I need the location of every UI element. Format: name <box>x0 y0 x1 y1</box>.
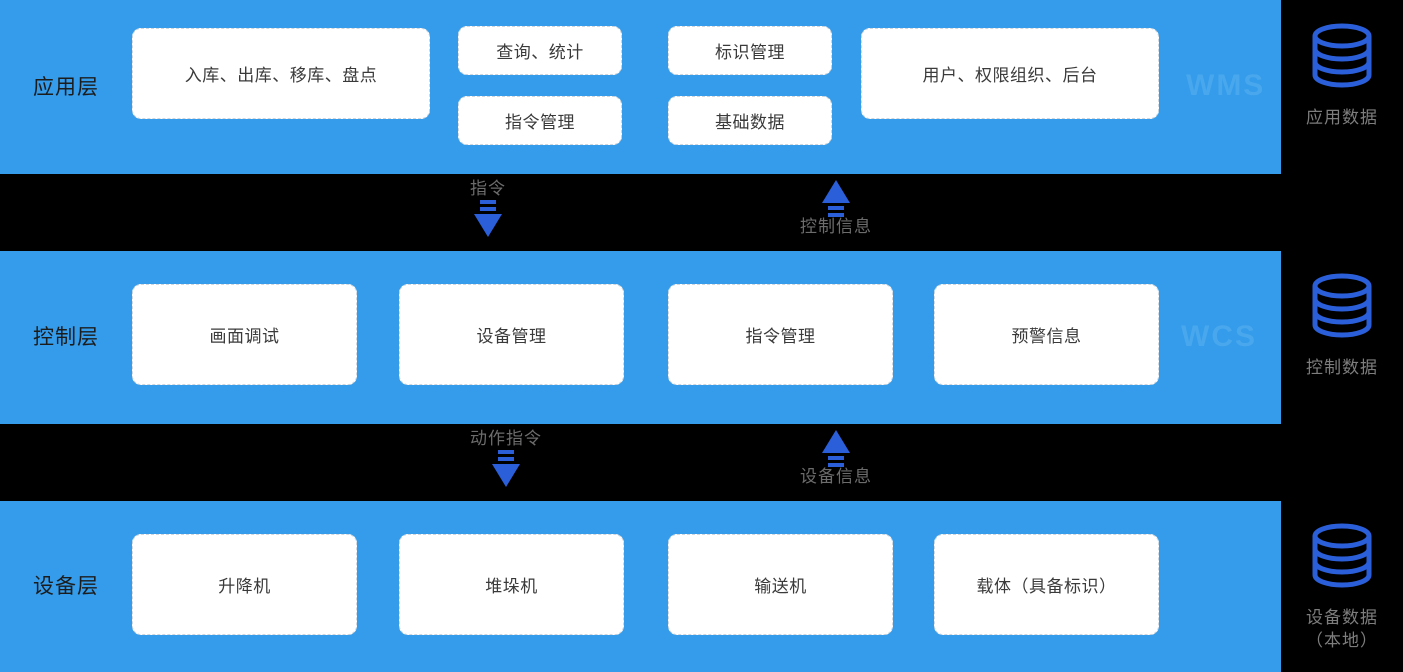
database-icon <box>1302 268 1382 348</box>
module-card[interactable]: 指令管理 <box>668 284 893 385</box>
flow-label: 控制信息 <box>800 217 872 236</box>
module-card[interactable]: 堆垛机 <box>399 534 624 635</box>
flow-down-command: 指令 <box>470 179 506 239</box>
layer-body-control: 画面调试 设备管理 指令管理 预警信息 <box>132 251 1281 424</box>
module-card[interactable]: 设备管理 <box>399 284 624 385</box>
arrow-down-icon <box>471 199 505 239</box>
database-label: 应用数据 <box>1306 108 1378 127</box>
layer-title-control: 控制层 <box>33 326 99 349</box>
arrow-up-icon <box>819 178 853 218</box>
arrow-down-icon <box>489 449 523 489</box>
database-column: 应用数据 控制数据 设备数据 <box>1281 0 1403 672</box>
database-item-application: 应用数据 <box>1281 18 1403 130</box>
module-card[interactable]: 标识管理 <box>668 26 832 75</box>
connector-control-to-device: 动作指令 设备信息 <box>0 424 1281 501</box>
module-card[interactable]: 输送机 <box>668 534 893 635</box>
module-card[interactable]: 入库、出库、移库、盘点 <box>132 28 430 119</box>
database-label-secondary: （本地） <box>1306 630 1378 650</box>
flow-down-action-command: 动作指令 <box>470 429 542 489</box>
arrow-up-icon <box>819 428 853 468</box>
layer-title-device: 设备层 <box>33 575 99 598</box>
database-item-control: 控制数据 <box>1281 268 1403 380</box>
connector-app-to-control: 指令 控制信息 <box>0 174 1281 251</box>
database-icon <box>1302 18 1382 98</box>
layer-body-device: 升降机 堆垛机 输送机 载体（具备标识） <box>132 501 1281 672</box>
flow-up-control-info: 控制信息 <box>800 178 872 237</box>
flow-label: 指令 <box>470 179 506 198</box>
module-card[interactable]: 升降机 <box>132 534 357 635</box>
database-icon <box>1302 518 1382 598</box>
module-card[interactable]: 预警信息 <box>934 284 1159 385</box>
module-card[interactable]: 查询、统计 <box>458 26 622 75</box>
database-item-device: 设备数据 （本地） <box>1281 518 1403 653</box>
database-label: 设备数据 <box>1306 608 1378 627</box>
module-card[interactable]: 指令管理 <box>458 96 622 145</box>
module-card[interactable]: 画面调试 <box>132 284 357 385</box>
module-card[interactable]: 用户、权限组织、后台 <box>861 28 1159 119</box>
database-label: 控制数据 <box>1306 358 1378 377</box>
layer-device: 设备层 升降机 堆垛机 输送机 载体（具备标识） <box>0 501 1281 672</box>
layer-title-application: 应用层 <box>33 75 99 99</box>
flow-label: 动作指令 <box>470 429 542 448</box>
layer-body-application: 入库、出库、移库、盘点 查询、统计 指令管理 标识管理 基础数据 用户、权限组织… <box>132 0 1281 174</box>
flow-up-device-info: 设备信息 <box>800 428 872 487</box>
layer-application: 应用层 入库、出库、移库、盘点 查询、统计 指令管理 标识管理 基础数据 用户、… <box>0 0 1281 174</box>
module-card[interactable]: 基础数据 <box>668 96 832 145</box>
layer-control: 控制层 画面调试 设备管理 指令管理 预警信息 <box>0 251 1281 424</box>
flow-label: 设备信息 <box>800 467 872 486</box>
module-card[interactable]: 载体（具备标识） <box>934 534 1159 635</box>
